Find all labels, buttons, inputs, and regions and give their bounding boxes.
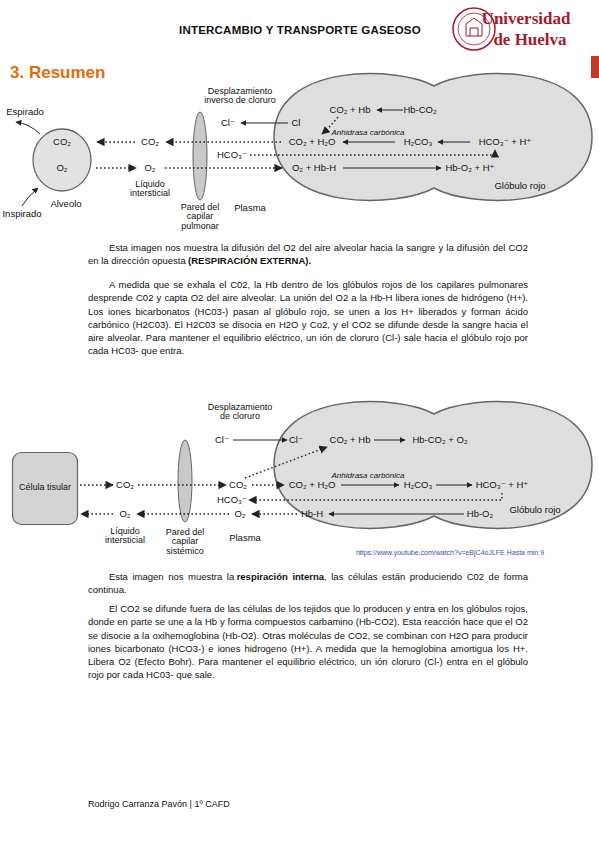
cell-outline (274, 402, 592, 529)
paragraph: Esta imagen nos muestra la difusión del … (88, 241, 528, 268)
chemical-label: CO₂ (141, 137, 159, 147)
node-text: Cl⁻ (289, 435, 303, 445)
arrow-line (466, 18, 482, 36)
arrow-line (343, 168, 441, 169)
node-text: Anhidrasa carbónica (332, 129, 405, 137)
figure-label: Espirado (6, 107, 44, 117)
body-text: (RESPIRACIÓN EXTERNA). (186, 255, 311, 266)
node-text: Hb-CO₂ (403, 105, 436, 115)
arrow-line (252, 513, 297, 514)
figure-label: Plasma (234, 203, 266, 213)
alveolus-shape: CO₂O₂Alveolo (32, 128, 92, 192)
arrow-line (241, 123, 288, 124)
logo-text: de Huelva (493, 31, 566, 49)
node-text: CO₂ + H₂O (289, 137, 336, 147)
red-blood-cell: Cl⁻ CO₂ + Hb Hb-CO₂ + O₂ Anhidrasa carbónic… (270, 390, 596, 540)
figure-label: Desplazamiento inverso de cloruro (204, 87, 276, 106)
chemical-label: O₂ (119, 509, 130, 519)
arrow-line (329, 514, 464, 515)
figure-label: Plasma (229, 533, 261, 543)
corner-mark (591, 56, 599, 78)
node-text: Célula tisular (17, 483, 73, 492)
arrow-line (81, 513, 113, 514)
arrow-line (436, 485, 472, 486)
chemical-label: HCO₃⁻ (217, 150, 247, 160)
node-text: Cl (292, 118, 301, 128)
body-text: Esta imagen nos muestra la (109, 571, 234, 582)
cell-outline (13, 453, 78, 525)
node-text: O₂ (56, 163, 67, 173)
wall-outline (178, 440, 192, 522)
arrow-line (438, 142, 470, 143)
node-text: Hb-O₂ + H⁺ (445, 163, 494, 173)
tissue-cell: Célula tisular (12, 452, 78, 525)
link-text: https://www.youtube.com/watch?v=eBjC4oJL… (356, 549, 544, 556)
node-text: Pared del capilar sistémico (157, 528, 213, 556)
page-title: INTERCAMBIO Y TRANSPORTE GASEOSO (179, 24, 421, 36)
body-text: respiración interna (234, 571, 324, 582)
node-text: H₂CO₃ (404, 480, 433, 490)
node-text: HCO₃⁻ + H⁺ (479, 137, 532, 147)
node-text: Hb-O₂ (467, 509, 493, 519)
node-text: Hb-CO₂ + O₂ (412, 435, 467, 445)
node-text: Anhidrasa carbónica (332, 472, 405, 480)
node-text: H₂CO₃ (404, 137, 433, 147)
node-outline (178, 440, 192, 522)
arrow-line (233, 440, 287, 441)
chemical-label: CO₂ (116, 480, 134, 490)
figure-label: Inspirado (2, 209, 41, 219)
arrow-line (341, 485, 399, 486)
footer-text: Rodrigo Carranza Pavón | 1º CAFD (88, 800, 230, 809)
node-text: Glóbulo rojo (494, 181, 545, 191)
paragraph: Esta imagen nos muestra larespiración in… (88, 570, 528, 597)
node-outline (193, 112, 207, 200)
arrow-line (96, 167, 136, 168)
wall-outline (193, 112, 207, 200)
arrow-line (166, 141, 281, 142)
node-text: CO₂ (53, 137, 71, 147)
arrow-line (80, 484, 113, 485)
capillary-wall: Pared del capilar sistémico (178, 440, 192, 522)
chemical-label: Cl⁻ (215, 435, 229, 445)
arrow-line (97, 141, 135, 142)
chemical-label: O₂ (234, 509, 245, 519)
chemical-label: O₂ (144, 163, 155, 173)
chemical-label: Cl⁻ (221, 118, 235, 128)
figure-label: Desplazamiento de cloruro (204, 403, 276, 422)
red-blood-cell: Cl CO₂ + Hb Hb-CO₂ CO₂ + H₂OAnhidrasa carbó… (270, 62, 596, 212)
body-text: El CO2 se difunde fuera de las células d… (88, 603, 528, 680)
node-text: Glóbulo rojo (509, 505, 560, 515)
arrow-line (343, 142, 395, 143)
body-text: A medida que se exhala el C02, la Hb den… (88, 279, 528, 356)
logo-text: Universidad (482, 10, 571, 28)
node-text: CO₂ + Hb (330, 435, 371, 445)
alveolus-outline (33, 129, 91, 191)
cell-outline (274, 74, 592, 201)
node-text: Alveolo (50, 199, 81, 209)
node-text: Pared del capilar pulmonar (172, 203, 228, 231)
section-heading: 3. Resumen (10, 64, 105, 82)
paragraph: El CO2 se difunde fuera de las células d… (88, 602, 528, 682)
node-text: Hb-H (301, 509, 323, 519)
node-text: CO₂ + Hb (330, 105, 371, 115)
node-text: O₂ + Hb-H (292, 163, 336, 173)
arrow-line (16, 122, 40, 134)
node-text: HCO₃⁻ + H⁺ (476, 480, 529, 490)
arrow-line (377, 110, 403, 111)
arrow-line (22, 188, 38, 206)
arrow-line (165, 167, 282, 168)
figure-label: Líquido intersticial (99, 527, 151, 546)
capillary-wall: Pared del capilar pulmonar (193, 112, 207, 200)
arrow-line (138, 484, 226, 485)
arrow-line (374, 440, 405, 441)
chemical-label: HCO₃⁻ (217, 495, 247, 505)
node-text: CO₂ + H₂O (289, 480, 336, 490)
paragraph: A medida que se exhala el C02, la Hb den… (88, 278, 528, 358)
chemical-label: CO₂ (229, 480, 247, 490)
figure-label: Líquido intersticial (124, 180, 176, 199)
